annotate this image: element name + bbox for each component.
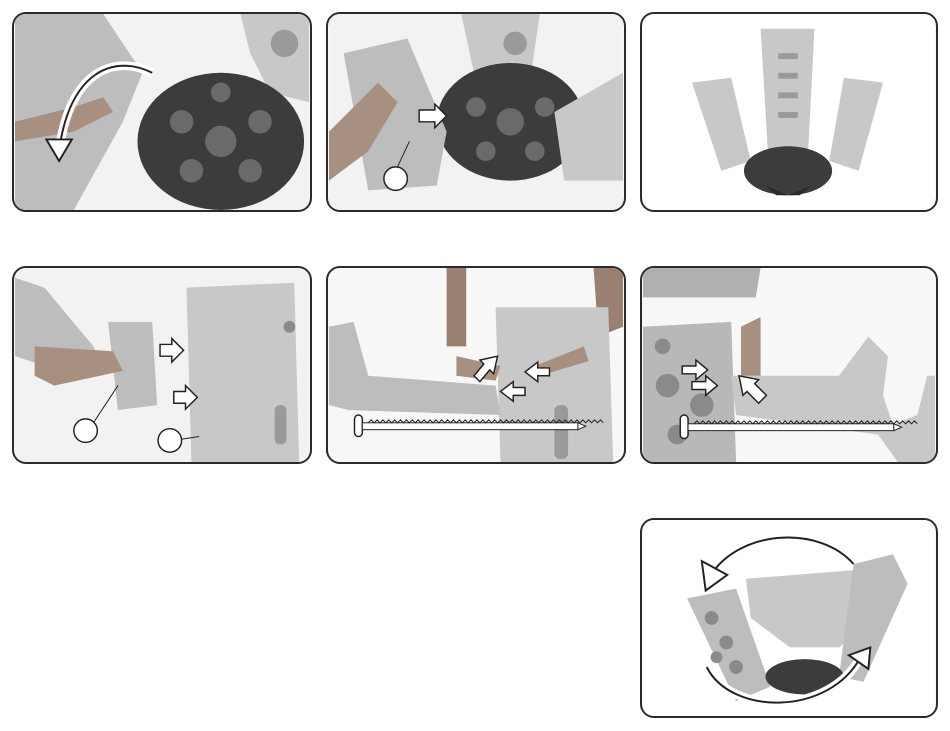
step-screw-right-illustration: [642, 268, 936, 462]
step-screw-left-illustration: [328, 268, 624, 462]
callout-circle-icon: [384, 167, 408, 191]
dark-base-shape: [744, 146, 832, 195]
step-rotate-leg-illustration: [14, 14, 310, 210]
step-screw-right-panel: [640, 266, 938, 464]
hand-shape: [741, 317, 761, 376]
step-insert-leg-illustration: [328, 14, 624, 210]
callout-circle-icon: [74, 419, 98, 443]
shirt-shape: [643, 268, 761, 297]
step-rotate-leg-panel: [12, 12, 312, 212]
step-attach-part-panel: [12, 266, 312, 464]
arm-shape: [447, 268, 467, 346]
step-attach-part-illustration: [14, 268, 310, 462]
step-legs-assembled-panel: [640, 12, 938, 212]
step-flip-assembly-illustration: [642, 520, 936, 716]
step-flip-assembly-panel: [640, 518, 938, 718]
step-insert-leg-panel: [326, 12, 626, 212]
step-screw-left-panel: [326, 266, 626, 464]
callout-circle-icon: [158, 429, 182, 453]
step-legs-assembled-illustration: [642, 14, 936, 210]
